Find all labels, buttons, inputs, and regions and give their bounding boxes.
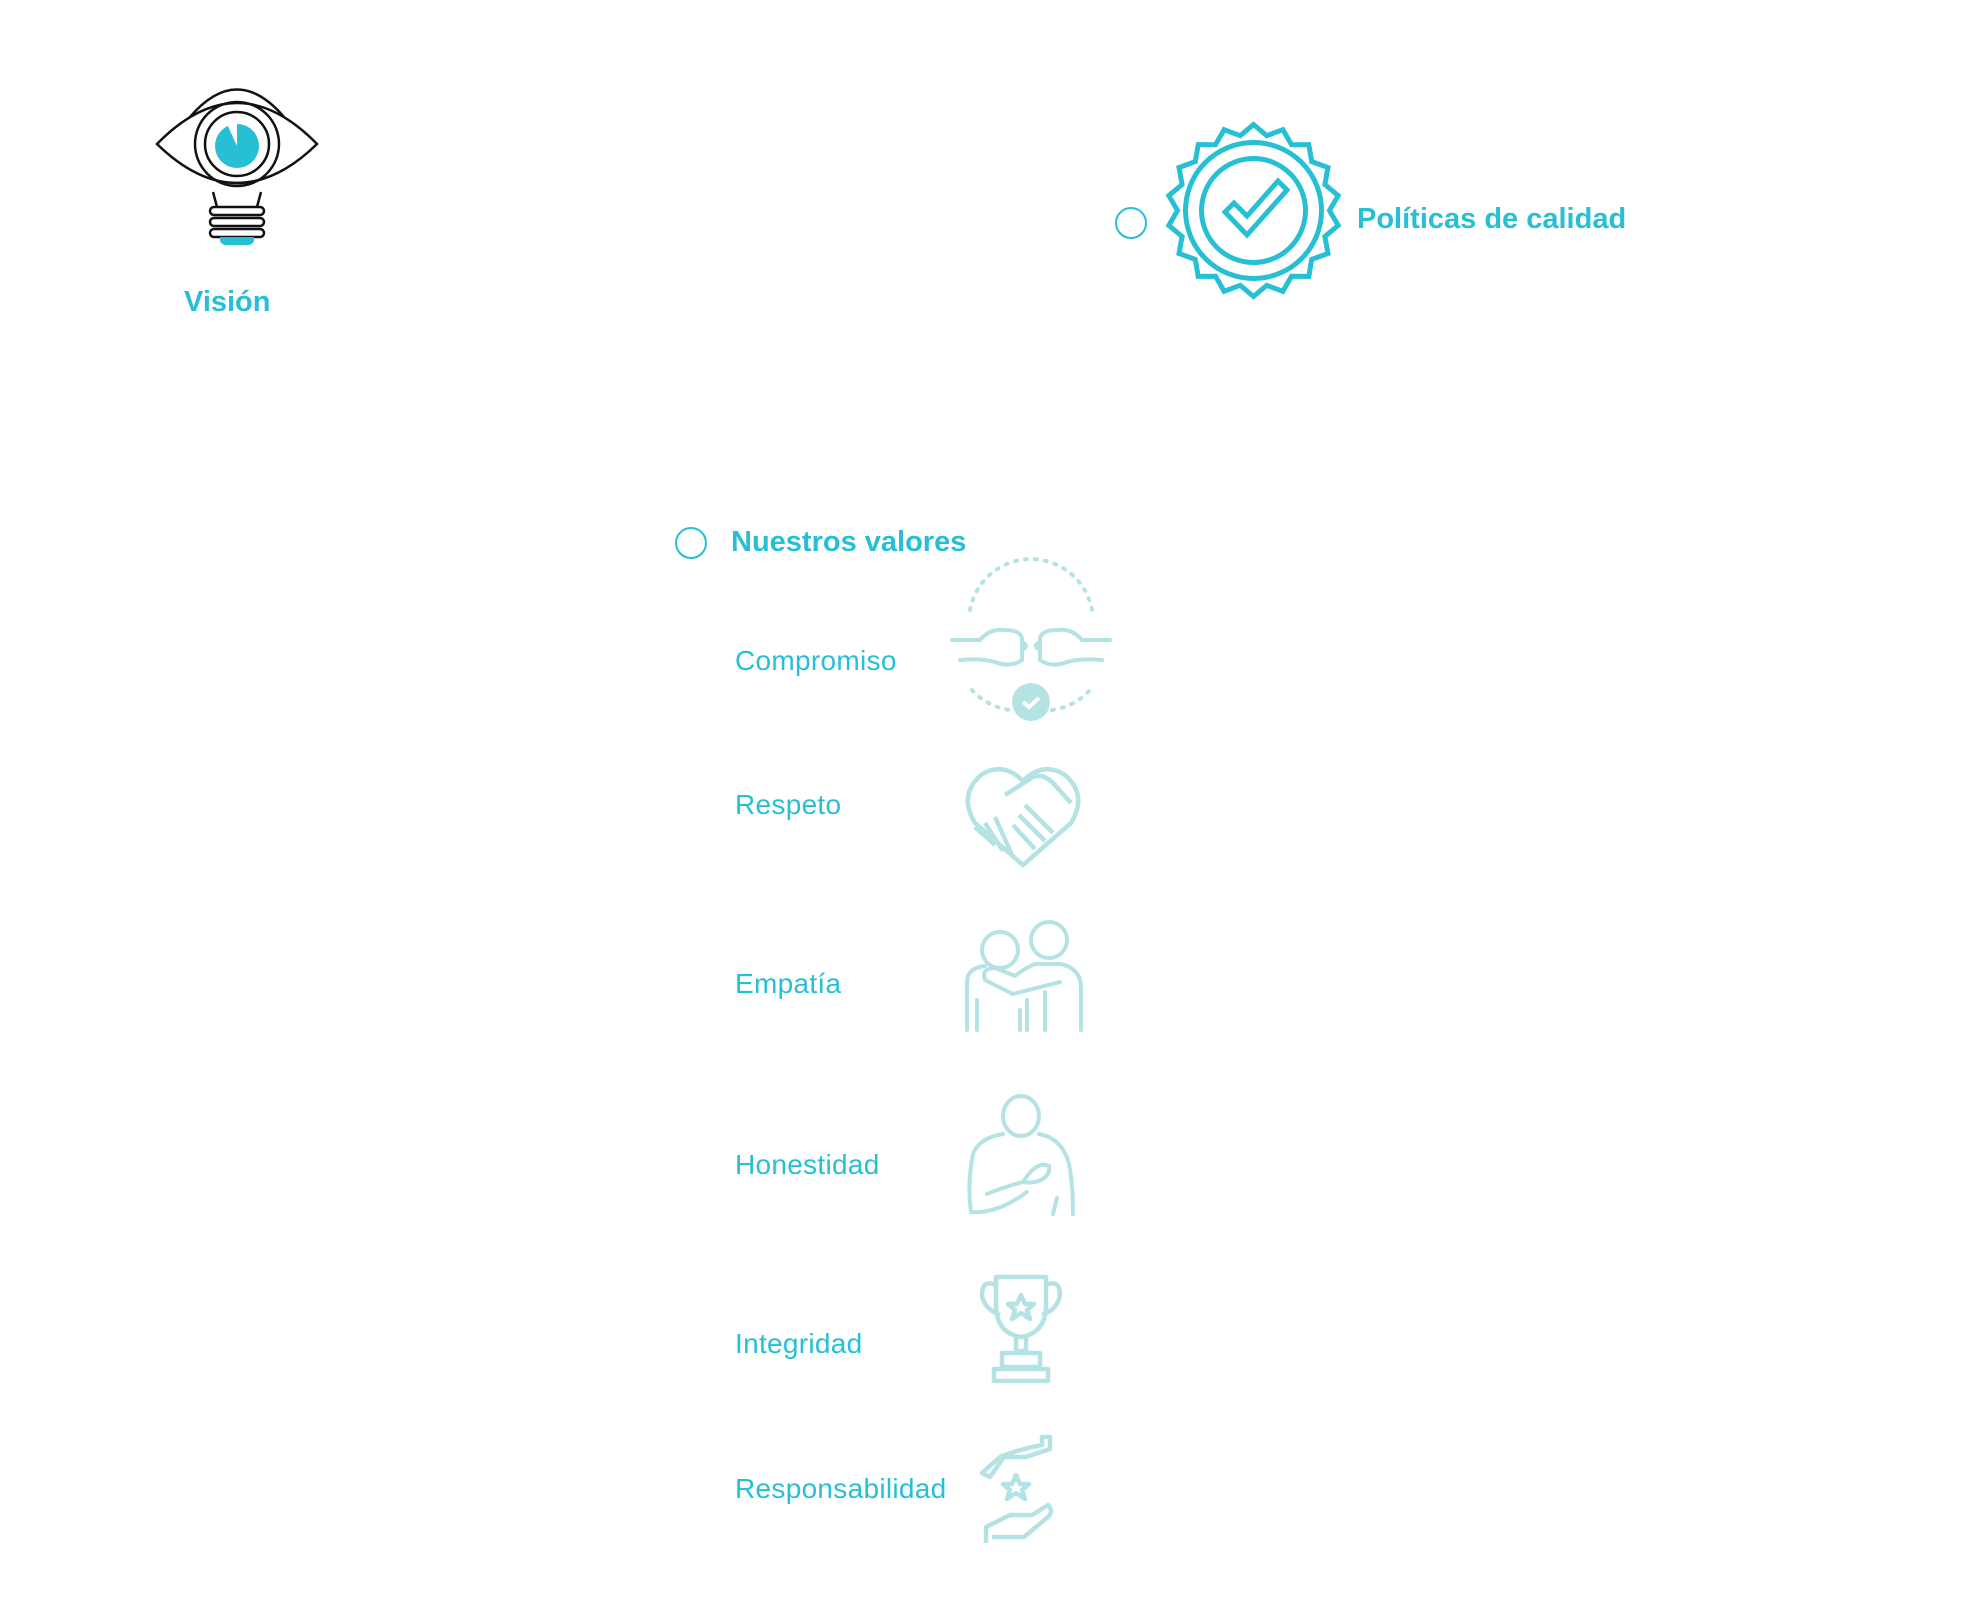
eye-lightbulb-icon (155, 88, 319, 246)
hand-on-heart-icon (967, 1094, 1075, 1216)
quality-badge-check-icon (1165, 121, 1342, 300)
quality-title: Políticas de calidad (1357, 203, 1627, 235)
hands-star-icon (979, 1434, 1054, 1543)
quality-radio[interactable] (1115, 207, 1147, 239)
value-label-compromiso: Compromiso (735, 645, 897, 676)
value-label-empatia: Empatía (735, 968, 842, 999)
values-heading: Nuestros valores (731, 526, 967, 558)
value-label-respeto: Respeto (735, 789, 842, 820)
vision-title: Visión (184, 286, 271, 318)
trophy-icon (979, 1274, 1063, 1384)
value-label-responsabilidad: Responsabilidad (735, 1473, 947, 1504)
hug-icon (965, 920, 1083, 1032)
value-label-honestidad: Honestidad (735, 1149, 880, 1180)
heart-handshake-icon (965, 767, 1081, 868)
value-label-integridad: Integridad (735, 1328, 863, 1359)
values-radio[interactable] (675, 527, 707, 559)
fist-bump-icon (950, 557, 1112, 721)
